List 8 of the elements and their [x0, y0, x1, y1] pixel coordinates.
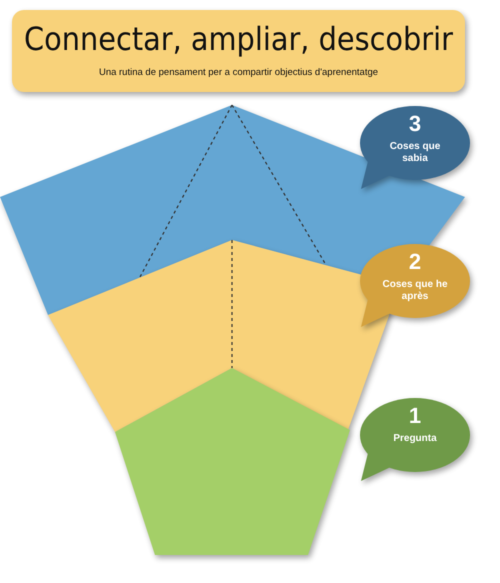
step-label: Coses que he après	[381, 279, 449, 302]
step-label: Coses que sabia	[388, 141, 442, 164]
title-text: Connectar, ampliar, descobrir	[23, 22, 454, 58]
step-number: 3	[408, 111, 422, 136]
step-label: Pregunta	[392, 433, 438, 444]
step-number: 2	[408, 249, 422, 274]
subtitle-text: Una rutina de pensament per a compartir objectius d'aprenentatge	[98, 68, 380, 78]
step-number: 1	[408, 403, 422, 428]
